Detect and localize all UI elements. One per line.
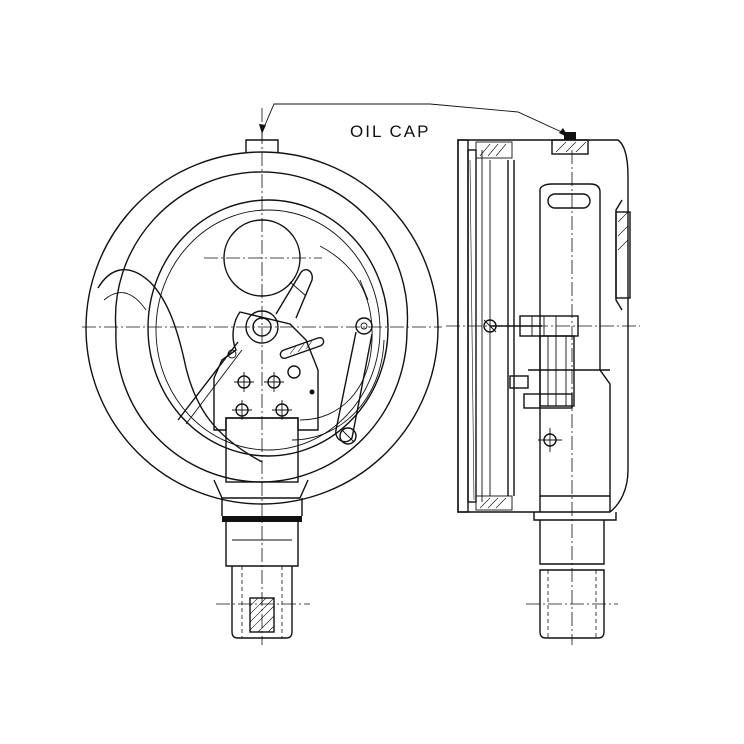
bore xyxy=(249,597,275,633)
oil-cap-label: OIL CAP xyxy=(350,122,430,141)
connector-stem xyxy=(225,522,299,567)
oil-cap-callout: OIL CAP xyxy=(259,103,569,141)
side-neck xyxy=(533,512,617,521)
seal-ring xyxy=(222,516,302,522)
cutaway-band xyxy=(97,268,263,463)
glass-section xyxy=(467,149,477,503)
dial-window xyxy=(147,199,389,457)
outer-case xyxy=(85,151,439,505)
thread-end xyxy=(231,566,293,639)
pinion-inner xyxy=(252,317,272,337)
bourdon-tube xyxy=(299,245,373,421)
right-pivot xyxy=(355,317,373,335)
blowout-plug xyxy=(615,199,623,311)
side-stem xyxy=(539,520,605,565)
socket-slot xyxy=(547,193,591,209)
side-thread xyxy=(539,569,605,639)
plate-screws xyxy=(232,365,315,420)
neck-flange xyxy=(213,479,309,499)
leader-line xyxy=(261,103,567,135)
pointer-arm xyxy=(275,269,313,319)
gauge-side-view xyxy=(446,132,640,645)
pinion-outer xyxy=(245,310,279,344)
side-oil-cap xyxy=(551,139,589,155)
needle xyxy=(177,341,239,421)
socket-body xyxy=(539,183,611,497)
gauge-front-view xyxy=(82,108,442,645)
movement-plate xyxy=(213,311,319,431)
side-case xyxy=(457,139,629,513)
side-movement xyxy=(483,315,610,452)
lower-pivot xyxy=(339,427,357,445)
bezel-ring xyxy=(114,171,409,483)
adjust-slot xyxy=(279,336,325,360)
leader-arrow-front xyxy=(259,124,266,134)
